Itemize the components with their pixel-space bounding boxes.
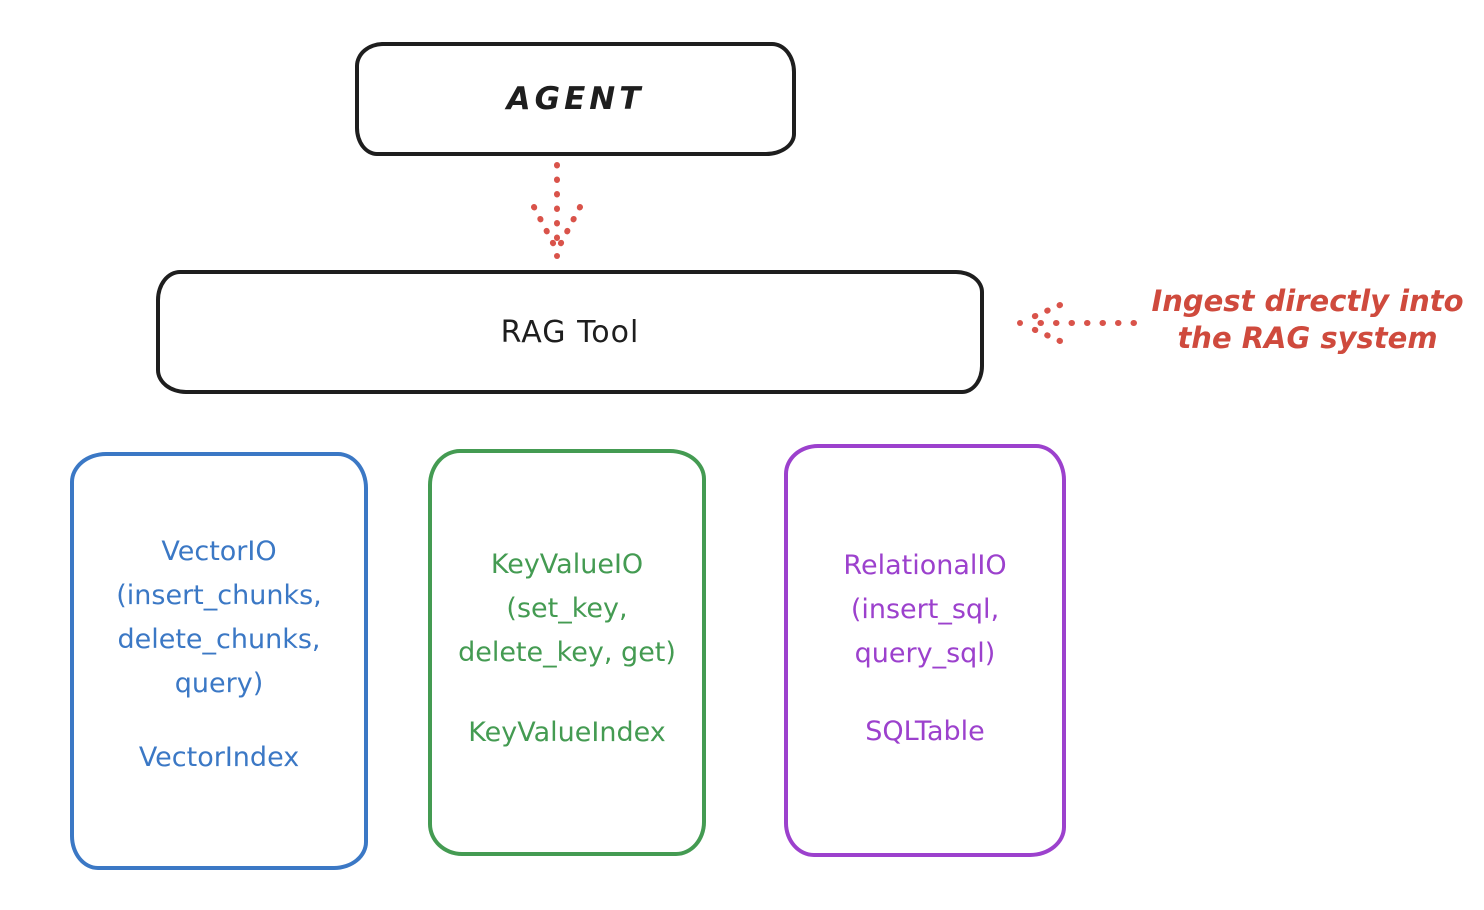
vector-io-line: delete_chunks,: [117, 624, 321, 655]
vector-io-line: VectorIO: [161, 536, 277, 567]
relational-io-line: (insert_sql,: [850, 594, 1000, 625]
relational-io-line: RelationalIO: [843, 550, 1007, 581]
rag-tool-label: RAG Tool: [500, 314, 640, 350]
relational-io-line: query_sql): [854, 638, 996, 669]
dotted-arrow-left-icon: [1017, 302, 1137, 344]
ingest-annotation: Ingest directly into the RAG system: [1140, 283, 1475, 357]
dotted-arrow-down-icon: [531, 162, 583, 259]
vector-index-label: VectorIndex: [138, 742, 300, 773]
keyvalue-io-line: KeyValueIO: [490, 549, 644, 580]
keyvalue-index-label: KeyValueIndex: [468, 717, 666, 748]
ingest-annotation-line2: the RAG system: [1177, 321, 1438, 355]
keyvalue-io-line: (set_key,: [506, 593, 628, 624]
agent-node: AGENT: [355, 42, 796, 156]
vector-io-node: VectorIO (insert_chunks, delete_chunks, …: [70, 452, 368, 870]
agent-label: AGENT: [506, 81, 645, 117]
relational-io-node: RelationalIO (insert_sql, query_sql) SQL…: [784, 444, 1066, 857]
ingest-annotation-line1: Ingest directly into: [1151, 284, 1464, 318]
keyvalue-io-line: delete_key, get): [458, 637, 676, 668]
keyvalue-io-node: KeyValueIO (set_key, delete_key, get) Ke…: [428, 449, 706, 856]
vector-io-line: (insert_chunks,: [116, 580, 322, 611]
vector-io-line: query): [174, 668, 264, 699]
rag-tool-node: RAG Tool: [156, 270, 984, 394]
sql-table-label: SQLTable: [865, 716, 985, 747]
